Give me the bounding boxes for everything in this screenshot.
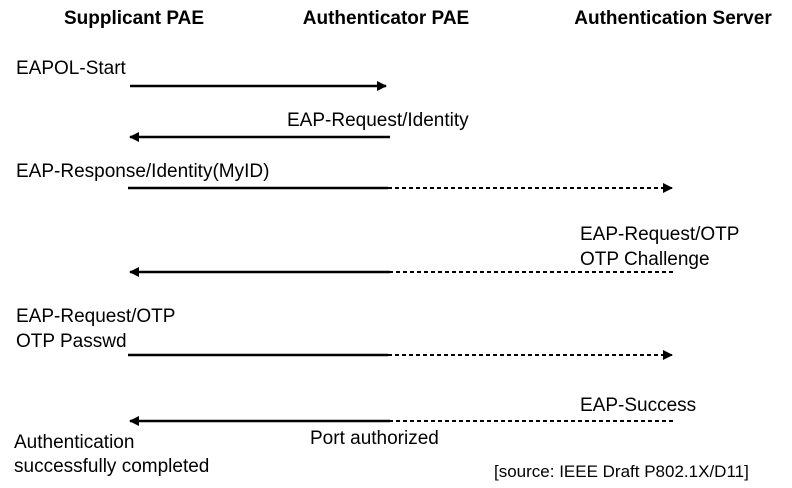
- message-label-eap-success: EAP-Success: [580, 395, 697, 416]
- message-label-eap-request-identity: EAP-Request/Identity: [287, 110, 469, 131]
- message-label-otp-passwd: EAP-Request/OTP OTP Passwd: [16, 304, 175, 354]
- message-label-otp-passwd-line2: OTP Passwd: [16, 331, 127, 352]
- column-header-supplicant-pae: Supplicant PAE: [63, 8, 205, 29]
- message-label-otp-challenge-line2: OTP Challenge: [580, 249, 710, 270]
- message-label-otp-challenge-line1: EAP-Request/OTP: [580, 224, 740, 245]
- source-citation: [source: IEEE Draft P802.1X/D11]: [494, 462, 749, 481]
- message-label-otp-passwd-line1: EAP-Request/OTP: [16, 306, 176, 327]
- column-header-authentication-server: Authentication Server: [574, 8, 772, 29]
- annotation-port-authorized: Port authorized: [310, 428, 439, 449]
- annotation-authentication-completed-line1: Authentication: [14, 432, 135, 453]
- annotation-authentication-completed-line2: successfully completed: [14, 456, 210, 477]
- message-label-eap-response-identity: EAP-Response/Identity(MyID): [16, 161, 270, 182]
- message-label-otp-challenge: EAP-Request/OTP OTP Challenge: [580, 222, 739, 272]
- message-label-eapol-start: EAPOL-Start: [16, 58, 126, 79]
- column-header-authenticator-pae: Authenticator PAE: [302, 8, 470, 29]
- annotation-authentication-completed: Authentication successfully completed: [14, 431, 209, 479]
